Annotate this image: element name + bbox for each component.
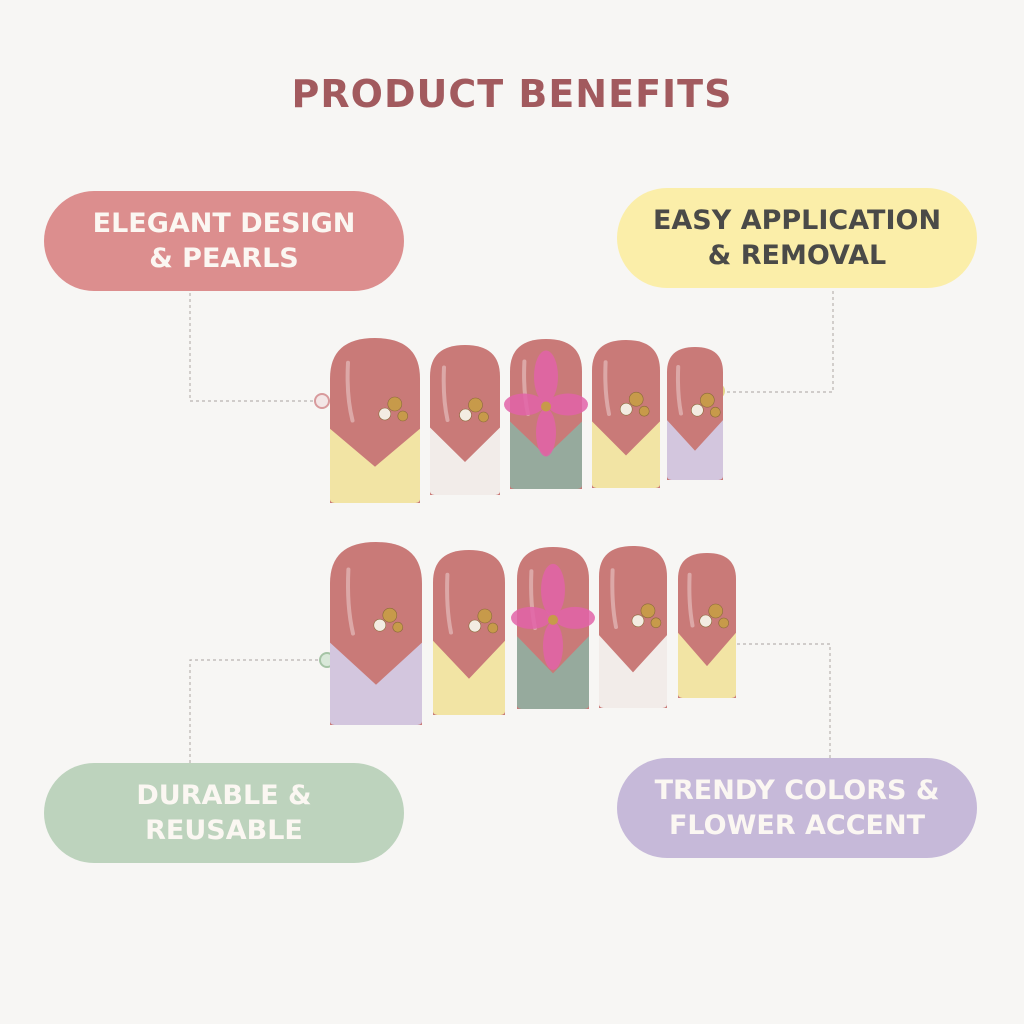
connector-dot-top-left — [314, 393, 330, 409]
press-on-nail — [678, 553, 736, 698]
pearl-icon — [699, 614, 713, 628]
pearl-icon — [373, 618, 387, 632]
benefit-pill-trendy-colors: TRENDY COLORS & FLOWER ACCENT — [617, 758, 977, 858]
benefit-pill-durable-reusable: DURABLE & REUSABLE — [44, 763, 404, 863]
connector-bottom-left — [189, 659, 320, 763]
pearl-icon — [619, 402, 633, 416]
press-on-nail — [592, 340, 660, 488]
press-on-nail — [504, 339, 588, 489]
benefit-label-line1: DURABLE & REUSABLE — [136, 779, 312, 846]
gold-bead-icon — [638, 405, 650, 417]
pearl-icon — [631, 614, 645, 628]
gold-bead-icon — [392, 621, 404, 633]
press-on-nail — [433, 550, 505, 715]
gold-bead-icon — [650, 617, 662, 629]
flower-icon — [511, 563, 595, 670]
benefit-label-line1: TRENDY COLORS & — [654, 774, 940, 806]
benefit-label-line1: ELEGANT DESIGN — [92, 207, 356, 239]
gold-bead-icon — [708, 603, 724, 619]
connector-top-left — [189, 293, 315, 402]
press-on-nail — [511, 547, 595, 709]
gold-bead-icon — [397, 410, 409, 422]
gold-bead-icon — [382, 607, 398, 623]
benefit-pill-elegant-design: ELEGANT DESIGN & PEARLS — [44, 191, 404, 291]
benefit-label-line2: & REMOVAL — [707, 240, 887, 271]
gold-bead-icon — [628, 391, 644, 407]
benefit-label-line2: & PEARLS — [149, 243, 299, 274]
gold-bead-icon — [477, 608, 493, 624]
gold-bead-icon — [468, 397, 483, 413]
press-on-nail — [430, 345, 500, 495]
pearl-icon — [378, 407, 392, 421]
benefit-label-line1: EASY APPLICATION — [652, 204, 942, 236]
page-title: PRODUCT BENEFITS — [291, 72, 733, 116]
gold-bead-icon — [718, 617, 730, 629]
press-on-nail — [667, 347, 723, 480]
pearl-icon — [459, 408, 472, 422]
gold-bead-icon — [710, 406, 721, 418]
pearl-icon — [691, 403, 704, 417]
gold-bead-icon — [387, 396, 403, 412]
flower-icon — [504, 350, 588, 457]
pearl-icon — [468, 619, 482, 633]
benefit-label-line2: FLOWER ACCENT — [668, 810, 926, 841]
benefit-pill-easy-application: EASY APPLICATION & REMOVAL — [617, 188, 977, 288]
gold-bead-icon — [640, 603, 656, 619]
gold-bead-icon — [700, 392, 715, 408]
press-on-nail — [599, 546, 667, 708]
press-on-nail — [330, 338, 420, 503]
gold-bead-icon — [487, 622, 499, 634]
connector-bottom-right — [728, 643, 831, 758]
press-on-nail — [330, 542, 422, 725]
gold-bead-icon — [478, 411, 489, 423]
